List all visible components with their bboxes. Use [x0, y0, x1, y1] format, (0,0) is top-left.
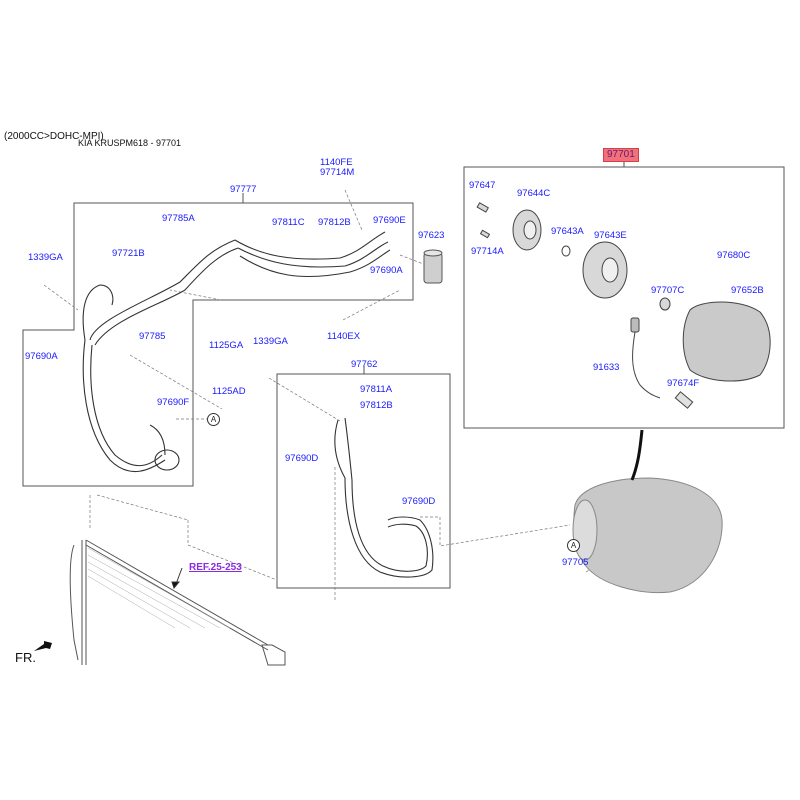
compressor-assembled [572, 477, 723, 594]
part-label-1125ad[interactable]: 1125AD [212, 386, 246, 397]
callout-a: A [567, 539, 580, 552]
part-label-97785[interactable]: 97785 [139, 331, 166, 342]
part-label-97714m[interactable]: 97714M [320, 167, 355, 178]
part-label-97623[interactable]: 97623 [418, 230, 445, 241]
part-label-97705[interactable]: 97705 [562, 557, 589, 568]
part-label-97690f[interactable]: 97690F [157, 397, 190, 408]
front-arrow-icon [34, 641, 52, 651]
compressor-body [682, 301, 771, 382]
part-label-1140ex[interactable]: 1140EX [327, 331, 361, 342]
part-label-97652b[interactable]: 97652B [731, 285, 764, 296]
part-label-1125ga[interactable]: 1125GA [209, 340, 244, 351]
part-label-97647[interactable]: 97647 [469, 180, 496, 191]
reference-link[interactable]: REF.25-253 [189, 562, 242, 573]
part-label-97811c[interactable]: 97811C [272, 217, 305, 228]
part-label-97777[interactable]: 97777 [230, 184, 257, 195]
part-label-97643e[interactable]: 97643E [594, 230, 627, 241]
part-label-97643a[interactable]: 97643A [551, 226, 584, 237]
plug-97707c [659, 297, 671, 311]
part-label-97714a[interactable]: 97714A [471, 246, 504, 257]
part-label-97707c[interactable]: 97707C [651, 285, 685, 296]
part-label-97721b[interactable]: 97721B [112, 248, 145, 259]
part-label-97680c[interactable]: 97680C [717, 250, 751, 261]
part-label-97785a[interactable]: 97785A [162, 213, 195, 224]
part-label-91633[interactable]: 91633 [593, 362, 620, 373]
part-label-1339ga[interactable]: 1339GA [28, 252, 63, 263]
part-label-97812b[interactable]: 97812B [318, 217, 351, 228]
part-label-97690a[interactable]: 97690A [25, 351, 58, 362]
callout-a: A [207, 413, 220, 426]
part-label-97690d[interactable]: 97690D [402, 496, 436, 507]
part-label-1140fe[interactable]: 1140FE [320, 157, 353, 168]
part-label-97690a[interactable]: 97690A [370, 265, 403, 276]
part-label-97674f[interactable]: 97674F [667, 378, 700, 389]
compressor-frame [463, 166, 785, 429]
part-label-97644c[interactable]: 97644C [517, 188, 551, 199]
part-label-1339ga[interactable]: 1339GA [253, 336, 288, 347]
part-label-97762[interactable]: 97762 [351, 359, 378, 370]
condenser [69, 539, 286, 666]
snap-ring [561, 245, 571, 257]
receiver-drier [423, 249, 443, 284]
part-label-97690d[interactable]: 97690D [285, 453, 319, 464]
discharge-hose-frame [22, 202, 414, 487]
engine-spec: (2000CC>DOHC-MPI) [4, 131, 104, 142]
part-label-97812b[interactable]: 97812B [360, 400, 393, 411]
part-label-97690e[interactable]: 97690E [373, 215, 406, 226]
part-label-97811a[interactable]: 97811A [360, 384, 393, 395]
front-direction-label: FR. [15, 650, 36, 665]
part-97701-highlight[interactable]: 97701 [603, 148, 639, 162]
model-reference: KIA KRUSPM618 - 97701 [78, 138, 182, 148]
pressure-valve [674, 391, 694, 409]
